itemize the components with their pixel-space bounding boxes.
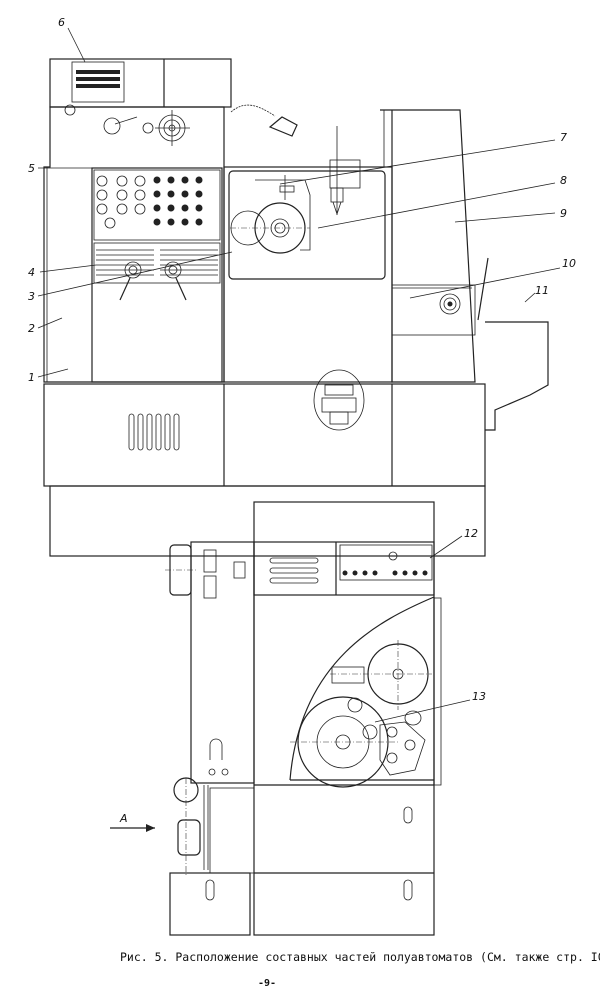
switch-icon <box>195 176 203 184</box>
instruction-plate <box>93 242 221 284</box>
belt-guard-6 <box>71 61 125 103</box>
side-door <box>433 597 442 786</box>
label-3: 3 <box>28 290 35 303</box>
part-labels: 6 5 7 8 9 4 3 2 10 11 1 12 13 A <box>28 16 576 825</box>
stud-icon <box>342 570 348 576</box>
switch-icon <box>181 190 189 198</box>
label-11: 11 <box>535 284 549 297</box>
plinth <box>49 485 486 557</box>
label-4: 4 <box>28 266 35 279</box>
knob-icon <box>96 189 108 201</box>
panel-12 <box>339 544 433 581</box>
figure-caption: Рис. 5. Расположение составных частей по… <box>120 950 600 964</box>
stud-icon <box>362 570 368 576</box>
label-10: 10 <box>562 257 576 270</box>
pump-motor <box>173 777 255 875</box>
column-9 <box>380 109 476 383</box>
label-1: 1 <box>28 371 35 384</box>
switch-icon <box>195 218 203 226</box>
work-zone-window <box>228 170 386 280</box>
cam-mechanism-13 <box>290 640 432 788</box>
switch-icon <box>167 218 175 226</box>
stud-icon <box>352 570 358 576</box>
leader-lines <box>37 27 561 723</box>
side-body <box>253 501 435 936</box>
stud-icon <box>412 570 418 576</box>
switch-icon <box>153 218 161 226</box>
lamp-cable <box>230 104 276 117</box>
vent-slot <box>137 413 144 451</box>
label-7: 7 <box>560 131 567 144</box>
knob-icon <box>134 189 146 201</box>
lamp-icon <box>268 116 298 137</box>
knob-icon <box>116 175 128 187</box>
label-12: 12 <box>464 527 478 540</box>
switch-icon <box>167 176 175 184</box>
switch-icon <box>181 176 189 184</box>
control-panel-4 <box>91 167 223 383</box>
vent-slot <box>164 413 171 451</box>
pump-window <box>313 369 365 431</box>
handwheel <box>103 110 190 146</box>
knob-icon <box>134 203 146 215</box>
knob-icon <box>116 203 128 215</box>
lever <box>477 257 489 321</box>
dresser-7 <box>279 126 361 216</box>
switch-icon <box>153 190 161 198</box>
knob-icon <box>96 175 108 187</box>
front-view <box>43 58 549 557</box>
tray-11 <box>485 321 549 431</box>
side-vents <box>269 557 319 584</box>
page-number: -9- <box>258 978 277 989</box>
side-column <box>190 541 255 784</box>
stud-icon <box>372 570 378 576</box>
vent-slots <box>128 413 180 451</box>
hook-icon <box>209 738 223 760</box>
middle-body <box>223 166 393 383</box>
label-2: 2 <box>28 322 35 335</box>
vent-slot <box>173 413 180 451</box>
control-levers <box>119 261 187 301</box>
switch-icon <box>167 190 175 198</box>
switch-icon <box>181 218 189 226</box>
side-view <box>110 501 442 936</box>
label-5: 5 <box>28 162 35 175</box>
knob-icon <box>134 175 146 187</box>
vent-slot <box>128 413 135 451</box>
stud-icon <box>392 570 398 576</box>
label-6: 6 <box>58 16 65 29</box>
panel-knobs <box>96 175 203 229</box>
slide-10 <box>391 284 476 336</box>
stud-icon <box>402 570 408 576</box>
vent-slot <box>155 413 162 451</box>
tank <box>169 872 251 936</box>
switch-panel-5 <box>93 169 221 241</box>
top-housing <box>49 58 232 108</box>
base-1 <box>43 383 486 487</box>
switch-icon <box>181 204 189 212</box>
label-13: 13 <box>472 690 486 703</box>
switch-icon <box>195 204 203 212</box>
label-9: 9 <box>560 207 567 220</box>
vent-slot <box>146 413 153 451</box>
switch-icon <box>153 176 161 184</box>
switch-icon <box>167 204 175 212</box>
label-view-a: A <box>119 812 128 825</box>
cutaway-edge <box>289 596 435 781</box>
knob-icon <box>104 217 116 229</box>
label-8: 8 <box>560 174 567 187</box>
switch-icon <box>195 190 203 198</box>
indicator-icon <box>64 104 76 116</box>
grinding-wheel-8 <box>230 179 311 254</box>
stud-icon <box>422 570 428 576</box>
switch-icon <box>153 204 161 212</box>
knob-icon <box>116 189 128 201</box>
left-column-2 <box>43 106 225 383</box>
knob-icon <box>96 203 108 215</box>
